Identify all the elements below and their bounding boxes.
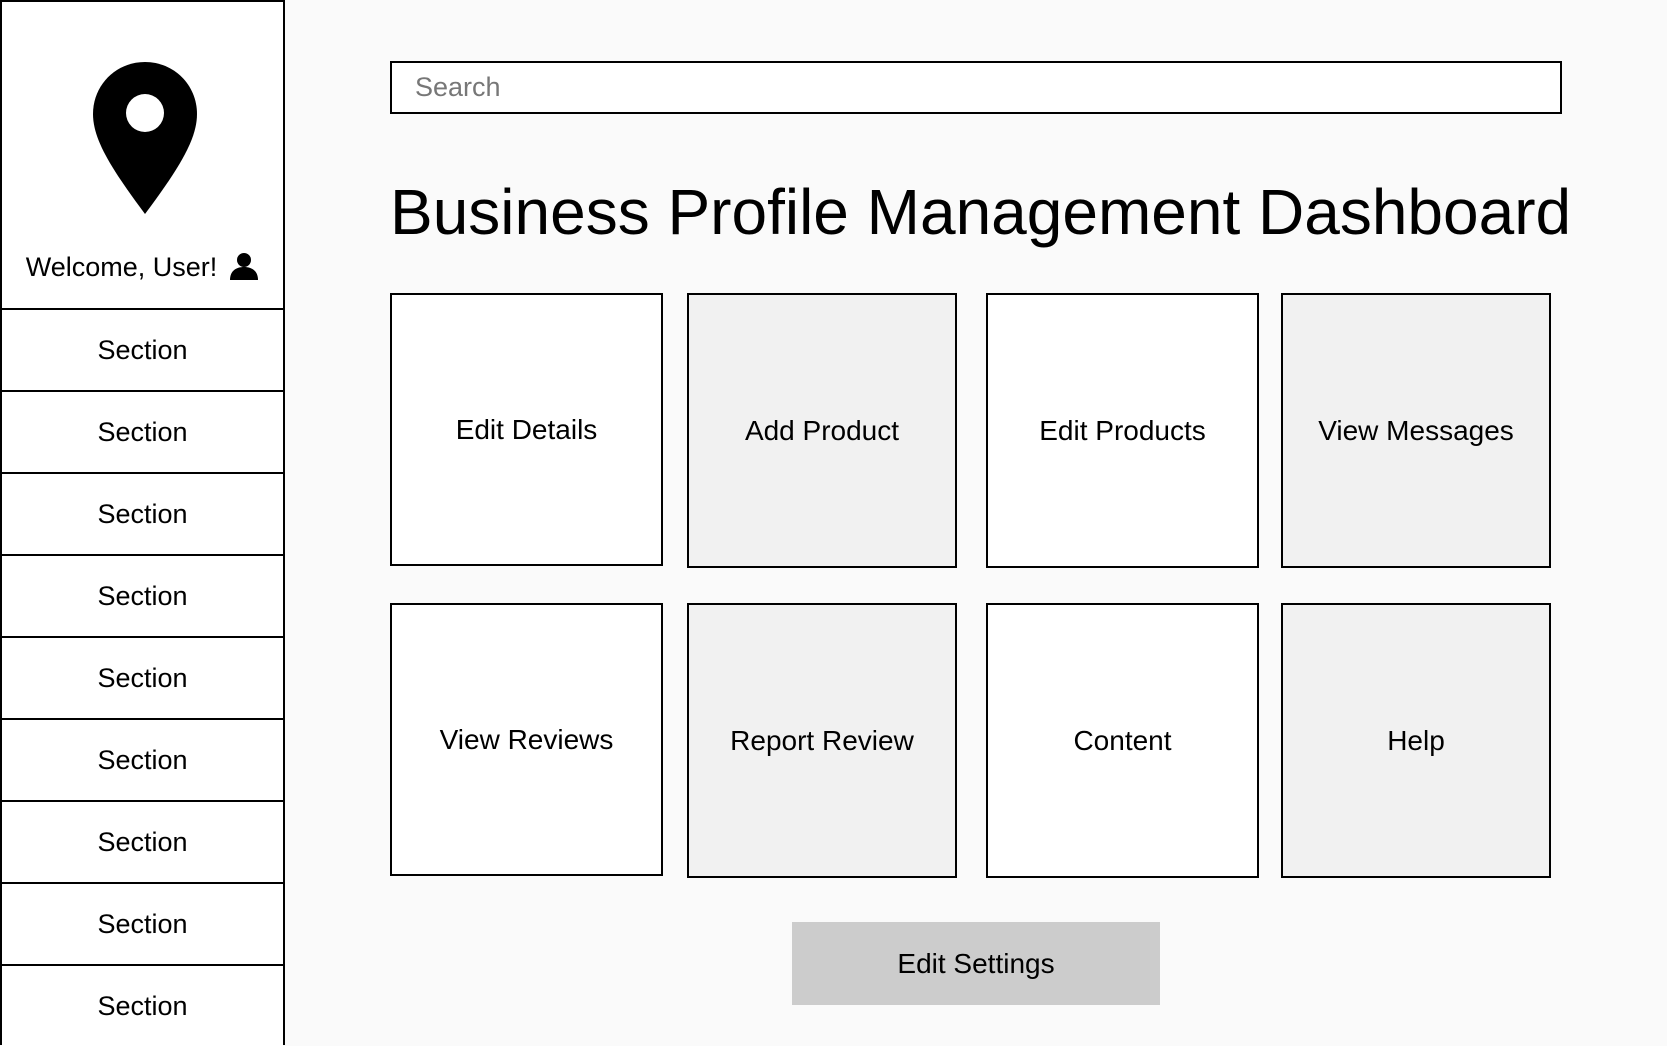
sidebar-nav: Section Section Section Section Section … xyxy=(2,310,283,1046)
view-reviews-tile[interactable]: View Reviews xyxy=(390,603,663,876)
user-icon xyxy=(230,253,259,280)
sidebar-item-section[interactable]: Section xyxy=(2,884,283,966)
content-tile[interactable]: Content xyxy=(986,603,1259,878)
edit-details-tile[interactable]: Edit Details xyxy=(390,293,663,566)
sidebar-item-section[interactable]: Section xyxy=(2,392,283,474)
map-pin-icon xyxy=(93,62,197,214)
sidebar-item-section[interactable]: Section xyxy=(2,556,283,638)
page-title: Business Profile Management Dashboard xyxy=(390,176,1572,248)
view-messages-tile[interactable]: View Messages xyxy=(1281,293,1551,568)
sidebar-item-section[interactable]: Section xyxy=(2,638,283,720)
welcome-message: Welcome, User! xyxy=(2,250,283,284)
search-input[interactable] xyxy=(390,61,1562,114)
sidebar-item-section[interactable]: Section xyxy=(2,802,283,884)
report-review-tile[interactable]: Report Review xyxy=(687,603,957,878)
sidebar-item-section[interactable]: Section xyxy=(2,720,283,802)
edit-settings-button[interactable]: Edit Settings xyxy=(792,922,1160,1005)
add-product-tile[interactable]: Add Product xyxy=(687,293,957,568)
help-tile[interactable]: Help xyxy=(1281,603,1551,878)
sidebar-item-section[interactable]: Section xyxy=(2,474,283,556)
sidebar: Welcome, User! Section Section Section S… xyxy=(0,0,285,1046)
welcome-text: Welcome, User! xyxy=(25,252,218,282)
edit-products-tile[interactable]: Edit Products xyxy=(986,293,1259,568)
sidebar-profile: Welcome, User! xyxy=(2,2,283,310)
sidebar-item-section[interactable]: Section xyxy=(2,310,283,392)
sidebar-item-section[interactable]: Section xyxy=(2,966,283,1046)
